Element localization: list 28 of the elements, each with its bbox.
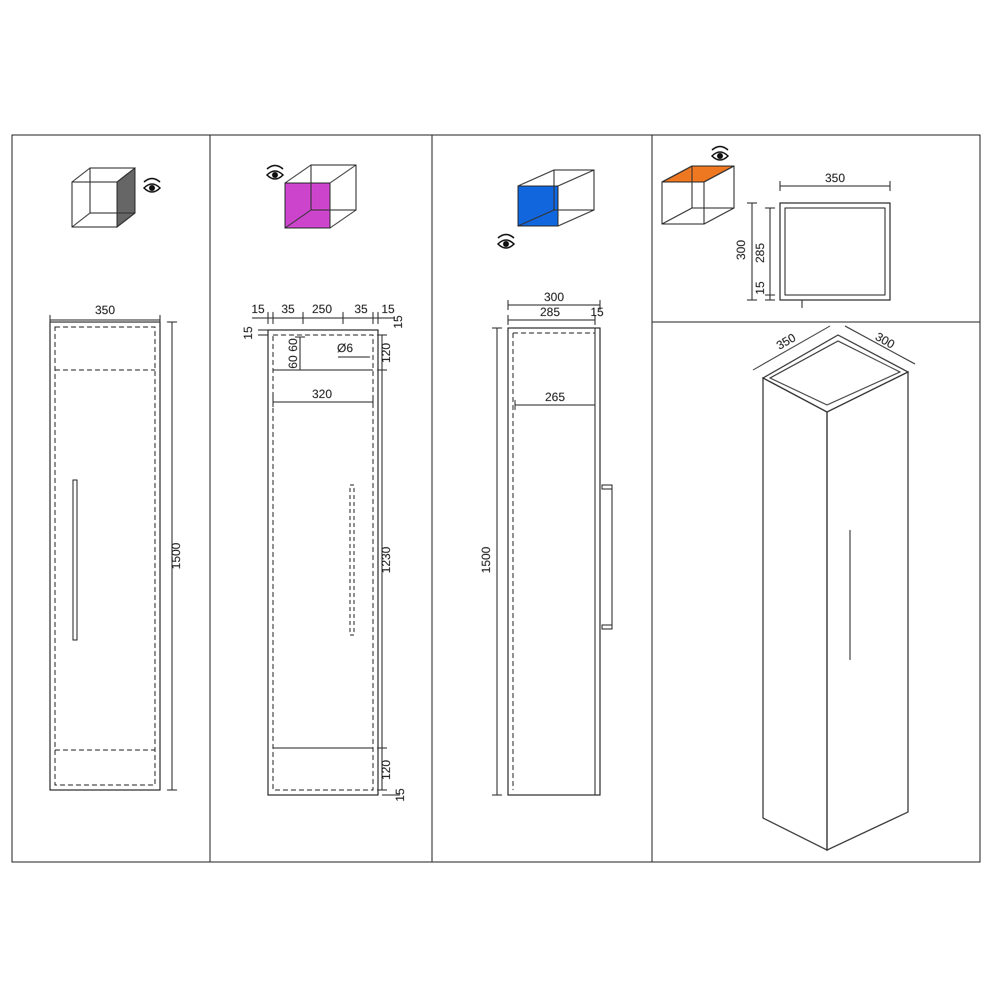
dimension-label: 15 — [241, 326, 255, 340]
dimension-label: 15 — [753, 281, 767, 295]
dimension-label: 15 — [393, 788, 407, 802]
dimension-label: 15 — [391, 315, 405, 329]
dimension-label: 60 — [286, 338, 300, 352]
dimension-label: 15 — [251, 302, 265, 316]
dimension-label: 1500 — [479, 546, 493, 574]
dimension-label: 300 — [872, 329, 898, 352]
dimension-label: 285 — [540, 305, 560, 319]
dimension-label: 120 — [379, 760, 393, 780]
dimension-label: 120 — [379, 342, 393, 364]
dimension-label: 35 — [354, 302, 368, 316]
dimension-label: 60 — [286, 355, 300, 369]
dimension-label: 1230 — [379, 546, 393, 574]
dimension-label: 35 — [281, 302, 295, 316]
dimension-label: 15 — [590, 305, 604, 319]
dimension-label: 350 — [94, 303, 116, 317]
dimension-label: Ø6 — [337, 341, 353, 355]
dimension-label: 1500 — [169, 542, 183, 570]
dimension-label: 350 — [774, 330, 798, 353]
dimension-label: 300 — [734, 240, 748, 260]
dimension-label: 300 — [544, 290, 564, 304]
dimension-label: 250 — [312, 302, 332, 316]
dimension-label: 285 — [753, 242, 767, 264]
dimension-label: 350 — [824, 171, 846, 185]
dimension-label: 15 — [381, 302, 395, 316]
dimension-label: 320 — [312, 387, 332, 401]
dimension-label: 265 — [544, 390, 566, 404]
